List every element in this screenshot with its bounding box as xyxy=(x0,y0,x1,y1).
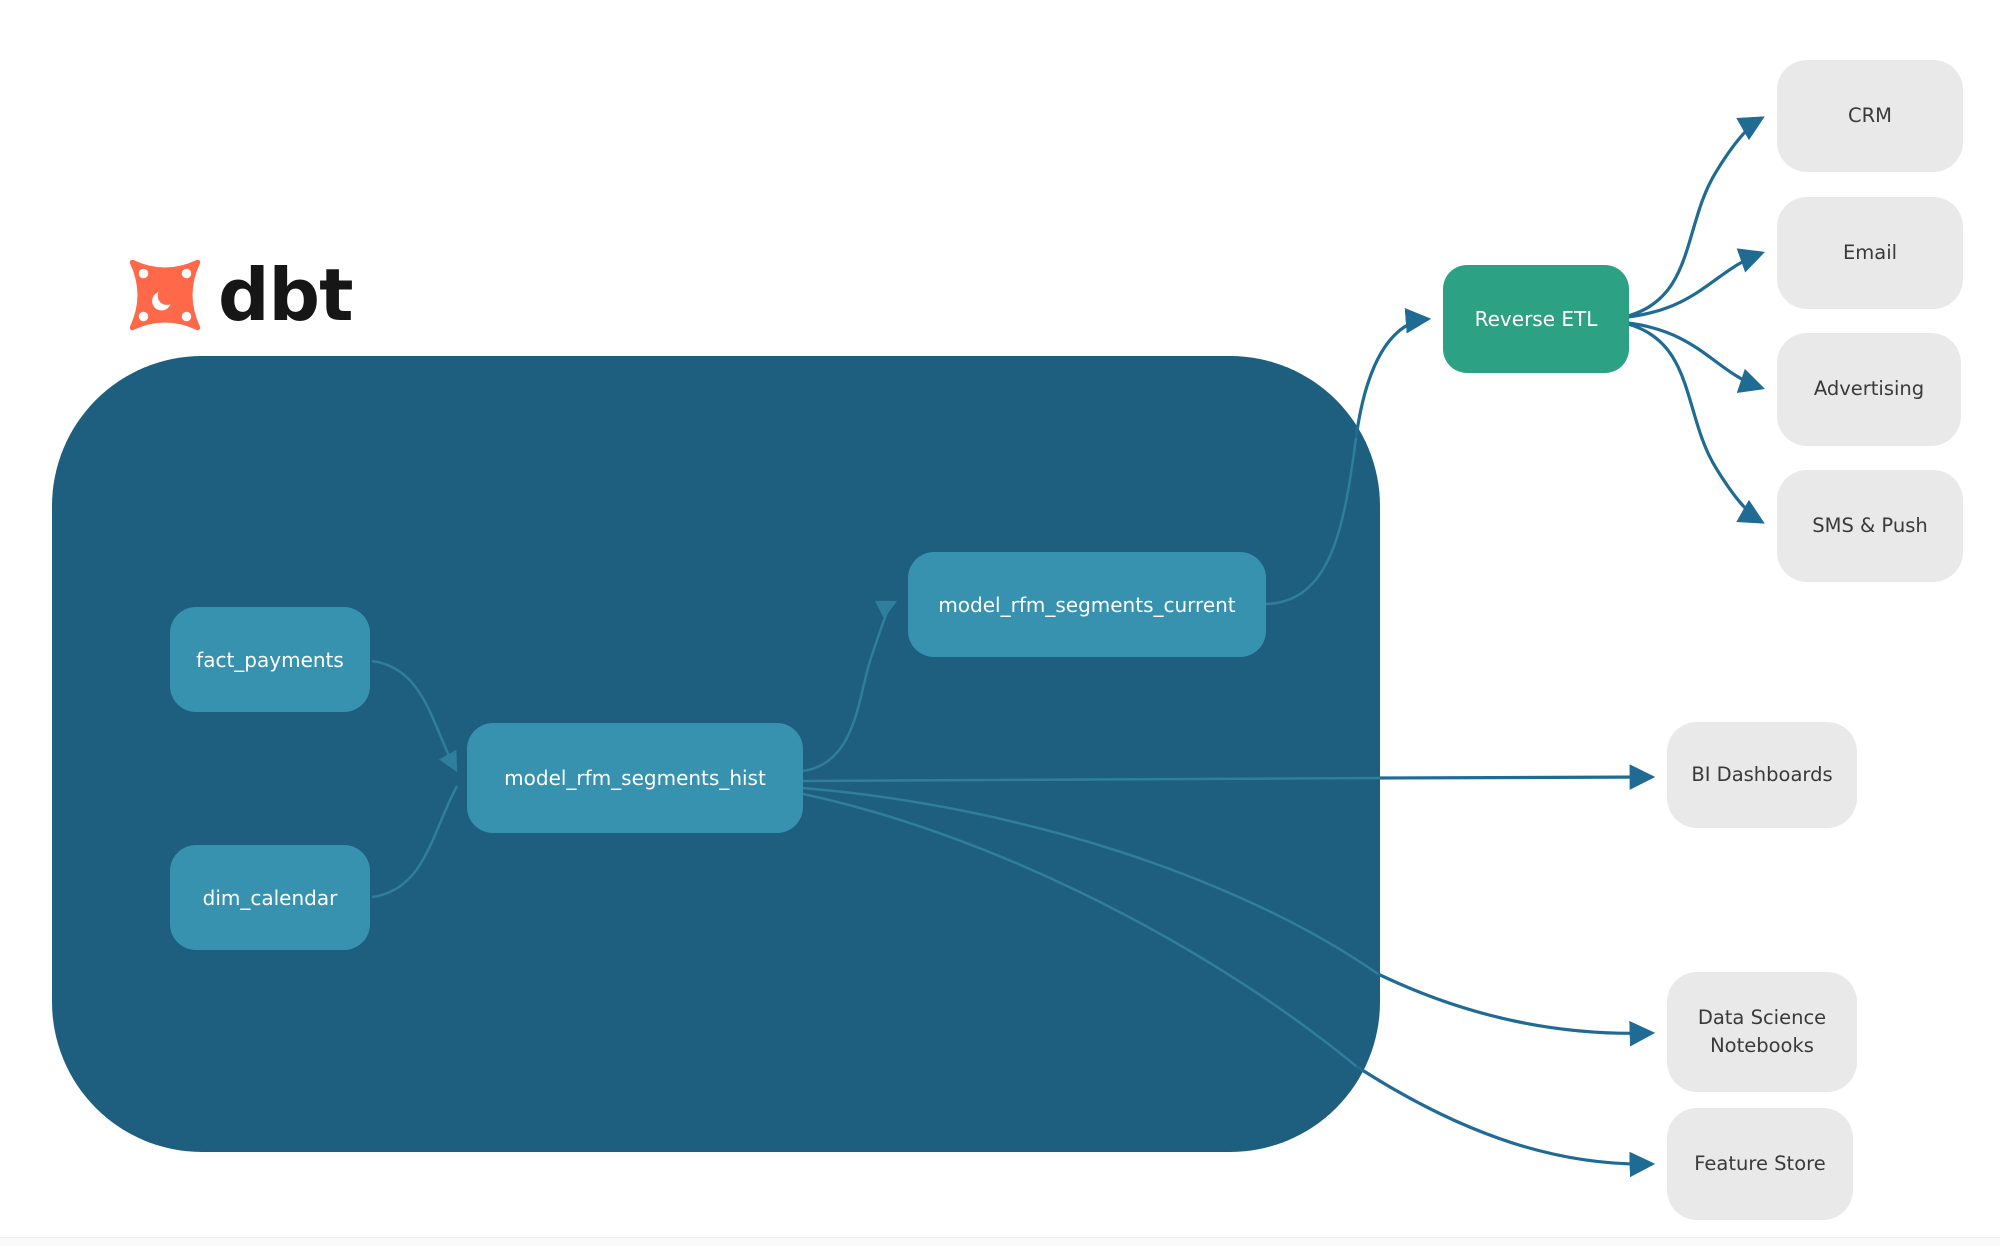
dbt-logo: dbt xyxy=(122,252,353,338)
node-advertising: Advertising xyxy=(1777,333,1961,446)
edge-current-to-retl-outside xyxy=(1354,308,1432,439)
dbt-wordmark: dbt xyxy=(218,253,353,337)
node-dim-calendar-label: dim_calendar xyxy=(202,885,338,910)
node-email-label: Email xyxy=(1842,240,1898,264)
node-reverse-etl-label: Reverse ETL xyxy=(1474,307,1598,331)
node-model-rfm-segments-hist: model_rfm_segments_hist xyxy=(467,723,803,833)
edge-retl-to-email xyxy=(1627,248,1766,319)
node-data-science-notebooks-label: Data Science Notebooks xyxy=(1697,1005,1827,1057)
node-crm: CRM xyxy=(1777,60,1963,172)
node-model-rfm-segments-current-label: model_rfm_segments_current xyxy=(938,592,1236,617)
edge-hist-to-bi-outside xyxy=(1379,764,1656,790)
edge-hist-to-ds-outside xyxy=(1377,972,1656,1047)
node-feature-store: Feature Store xyxy=(1667,1108,1853,1220)
dbt-logo-icon xyxy=(129,259,201,331)
edge-retl-to-sms xyxy=(1627,322,1765,524)
node-bi-dashboards-label: BI Dashboards xyxy=(1691,762,1833,786)
node-model-rfm-segments-hist-label: model_rfm_segments_hist xyxy=(504,766,766,790)
node-email: Email xyxy=(1777,197,1963,309)
node-feature-store-label: Feature Store xyxy=(1694,1151,1826,1175)
node-dim-calendar: dim_calendar xyxy=(170,845,370,950)
edge-retl-to-advertising xyxy=(1627,321,1766,394)
edge-retl-to-crm xyxy=(1627,116,1765,318)
node-reverse-etl: Reverse ETL xyxy=(1443,265,1629,373)
node-sms-push: SMS & Push xyxy=(1777,470,1963,582)
node-bi-dashboards: BI Dashboards xyxy=(1667,722,1857,828)
node-fact-payments: fact_payments xyxy=(170,607,370,712)
node-data-science-notebooks: Data Science Notebooks xyxy=(1667,972,1857,1092)
node-fact-payments-label: fact_payments xyxy=(196,647,344,672)
node-sms-push-label: SMS & Push xyxy=(1812,513,1928,537)
node-advertising-label: Advertising xyxy=(1813,377,1925,401)
edge-hist-to-fs-outside xyxy=(1355,1064,1656,1178)
node-crm-label: CRM xyxy=(1848,103,1892,127)
node-model-rfm-segments-current: model_rfm_segments_current xyxy=(908,552,1266,657)
bottom-strip xyxy=(0,1237,2000,1246)
